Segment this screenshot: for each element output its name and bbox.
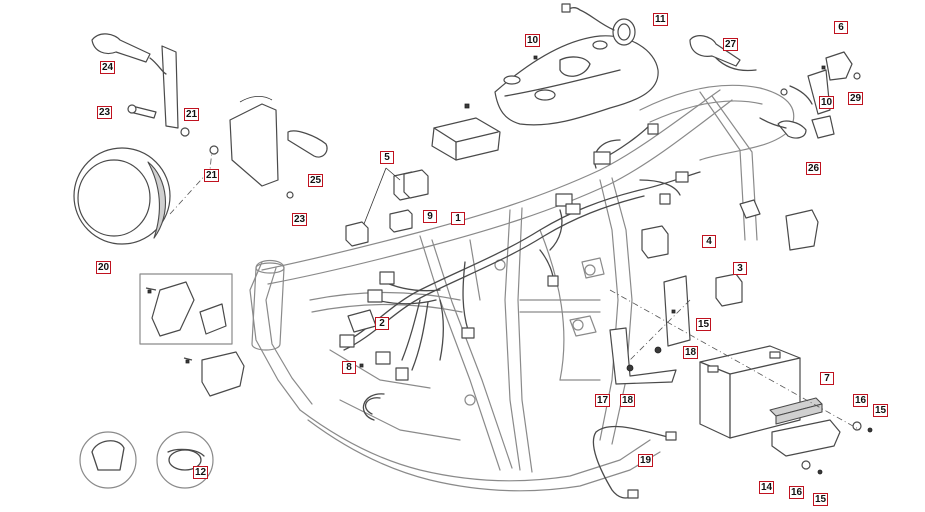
- callout-20: 20: [96, 261, 112, 274]
- callout-11: 11: [653, 13, 668, 26]
- headlamp-group: [73, 33, 328, 245]
- callout-17: 17: [595, 394, 611, 407]
- callout-15-bracket: 15: [696, 318, 712, 331]
- clip-details: [79, 431, 214, 489]
- callout-21-right: 21: [184, 108, 200, 121]
- callout-10-right: 10: [819, 96, 835, 109]
- callout-9: 9: [423, 210, 437, 223]
- callout-3: 3: [733, 262, 747, 275]
- callout-18-bracket: 18: [683, 346, 699, 359]
- relays: [345, 167, 429, 247]
- callout-15-bottom: 15: [813, 493, 829, 506]
- inset-switch-housing: [139, 273, 245, 397]
- callout-8: 8: [342, 361, 356, 374]
- battery-cable: [592, 425, 677, 499]
- callout-23-top: 23: [97, 106, 113, 119]
- callout-7: 7: [820, 372, 834, 385]
- callout-15-right: 15: [873, 404, 889, 417]
- control-unit: [431, 103, 501, 161]
- callout-6: 6: [834, 21, 848, 34]
- battery-assembly: [609, 199, 873, 475]
- frame: [249, 84, 795, 492]
- callout-25: 25: [308, 174, 324, 187]
- callout-27: 27: [723, 38, 739, 51]
- callout-24: 24: [100, 61, 116, 74]
- callout-12: 12: [193, 466, 209, 479]
- callout-23-lower: 23: [292, 213, 308, 226]
- callout-2: 2: [375, 317, 389, 330]
- rear-fender: [494, 3, 659, 126]
- callout-4: 4: [702, 235, 716, 248]
- callout-5: 5: [380, 151, 394, 164]
- callout-16-bottom: 16: [789, 486, 805, 499]
- callout-26: 26: [806, 162, 822, 175]
- callout-1: 1: [451, 212, 465, 225]
- callout-18-lower: 18: [620, 394, 636, 407]
- callout-14: 14: [759, 481, 775, 494]
- callout-19: 19: [638, 454, 654, 467]
- callout-16-right: 16: [853, 394, 869, 407]
- rear-indicators: [533, 35, 861, 139]
- callout-10-top: 10: [525, 34, 541, 47]
- callout-21-left: 21: [204, 169, 220, 182]
- callout-29: 29: [848, 92, 864, 105]
